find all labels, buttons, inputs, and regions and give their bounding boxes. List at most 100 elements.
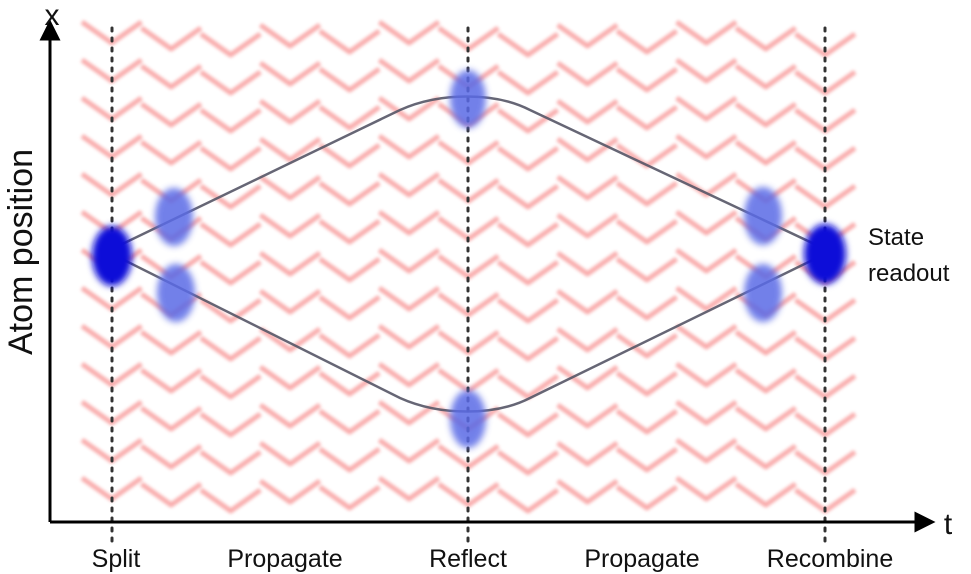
state-readout-annotation: State readout [868, 224, 950, 287]
annotation-line-2: readout [868, 260, 950, 287]
lattice-fringe [496, 221, 560, 248]
atom-wavepackets [92, 70, 846, 448]
lattice-fringe [556, 60, 619, 87]
lattice-fringe [675, 437, 738, 464]
lattice-fringe [258, 212, 322, 239]
lattice-fringe [675, 323, 738, 350]
lattice-fringe [318, 408, 381, 435]
lattice-fringe [199, 373, 262, 400]
lattice-fringe [140, 367, 203, 394]
lattice-fringe [556, 288, 619, 315]
lattice-fringe [258, 288, 322, 315]
atom-cloud-lower-early [157, 264, 195, 322]
stage-label-propagate-2: Propagate [584, 545, 699, 573]
lattice-fringe [199, 221, 262, 248]
lattice-fringe [496, 335, 560, 362]
lattice-fringe [318, 446, 381, 473]
lattice-fringe [140, 25, 203, 52]
lattice-fringe [615, 66, 679, 93]
lattice-fringe [615, 484, 679, 511]
lattice-fringe [675, 247, 738, 274]
lattice-fringe [794, 449, 857, 476]
lattice-fringe [377, 171, 441, 198]
lattice-fringe [675, 133, 738, 160]
lattice-fringe [377, 133, 441, 160]
lattice-fringe [199, 487, 262, 514]
lattice-fringe [496, 411, 560, 438]
atom-cloud-split [92, 226, 132, 286]
lattice-fringe [258, 250, 322, 277]
stage-label-split: Split [92, 545, 141, 573]
lattice-fringe [615, 180, 679, 207]
lattice-fringe [615, 28, 679, 55]
lattice-fringe [615, 256, 679, 283]
lattice-fringe [140, 139, 203, 166]
lattice-fringe [794, 31, 857, 58]
lattice-fringe [318, 332, 381, 359]
y-axis-letter: x [45, 0, 60, 32]
x-axis-letter: t [944, 508, 953, 541]
lattice-fringe [199, 107, 262, 134]
lattice-fringe [199, 145, 262, 172]
lattice-fringe [556, 440, 619, 467]
lattice-fringe [496, 373, 560, 400]
annotation-line-1: State [868, 224, 924, 251]
lattice-fringe [556, 364, 619, 391]
lattice-fringe [258, 98, 322, 125]
axes: x t Atom position [2, 0, 953, 541]
lattice-fringe [556, 478, 619, 505]
lattice-fringe [140, 443, 203, 470]
lattice-fringe [556, 136, 619, 163]
lattice-fringe [556, 402, 619, 429]
lattice-fringe [675, 95, 738, 122]
lattice-fringe [734, 63, 797, 90]
lattice-fringe [258, 326, 322, 353]
lattice-fringe [140, 101, 203, 128]
lattice-fringe [556, 22, 619, 49]
lattice-fringe [199, 411, 262, 438]
stage-label-recombine: Recombine [767, 545, 893, 573]
lattice-fringe [199, 183, 262, 210]
lattice-fringe [794, 411, 857, 438]
lattice-fringe [318, 218, 381, 245]
lattice-fringe [80, 399, 143, 426]
lattice-fringe [794, 69, 857, 96]
lattice-fringe [377, 285, 441, 312]
atom-cloud-lower-late [744, 264, 782, 322]
lattice-fringe [140, 405, 203, 432]
lattice-fringe [377, 437, 441, 464]
lattice-fringe [675, 209, 738, 236]
lattice-fringe [377, 475, 441, 502]
lattice-fringe [734, 139, 797, 166]
atom-cloud-upper-late [744, 187, 782, 245]
lattice-fringe [496, 183, 560, 210]
lattice-fringe [496, 107, 560, 134]
atom-cloud-upper-early [155, 188, 193, 246]
lattice-fringe [258, 22, 322, 49]
stage-label-reflect: Reflect [429, 545, 507, 573]
lattice-fringe [734, 25, 797, 52]
y-axis-title: Atom position [2, 149, 40, 355]
lattice-fringe [80, 361, 143, 388]
lattice-fringe [377, 323, 441, 350]
atom-cloud-recombine [804, 224, 846, 284]
lattice-fringe [318, 370, 381, 397]
lattice-fringe [258, 136, 322, 163]
lattice-fringe [377, 95, 441, 122]
lattice-fringe [675, 171, 738, 198]
lattice-fringe [496, 487, 560, 514]
lattice-fringe [496, 69, 560, 96]
lattice-fringe [496, 297, 560, 324]
lattice-fringe [199, 335, 262, 362]
lattice-fringe [496, 449, 560, 476]
lattice-fringe [318, 28, 381, 55]
lattice-fringe [199, 259, 262, 286]
lattice-fringe [556, 174, 619, 201]
lattice-fringe [615, 294, 679, 321]
lattice-fringe [80, 171, 143, 198]
lattice-fringe [615, 332, 679, 359]
lattice-fringe [258, 478, 322, 505]
lattice-fringe [258, 174, 322, 201]
lattice-fringe [734, 481, 797, 508]
